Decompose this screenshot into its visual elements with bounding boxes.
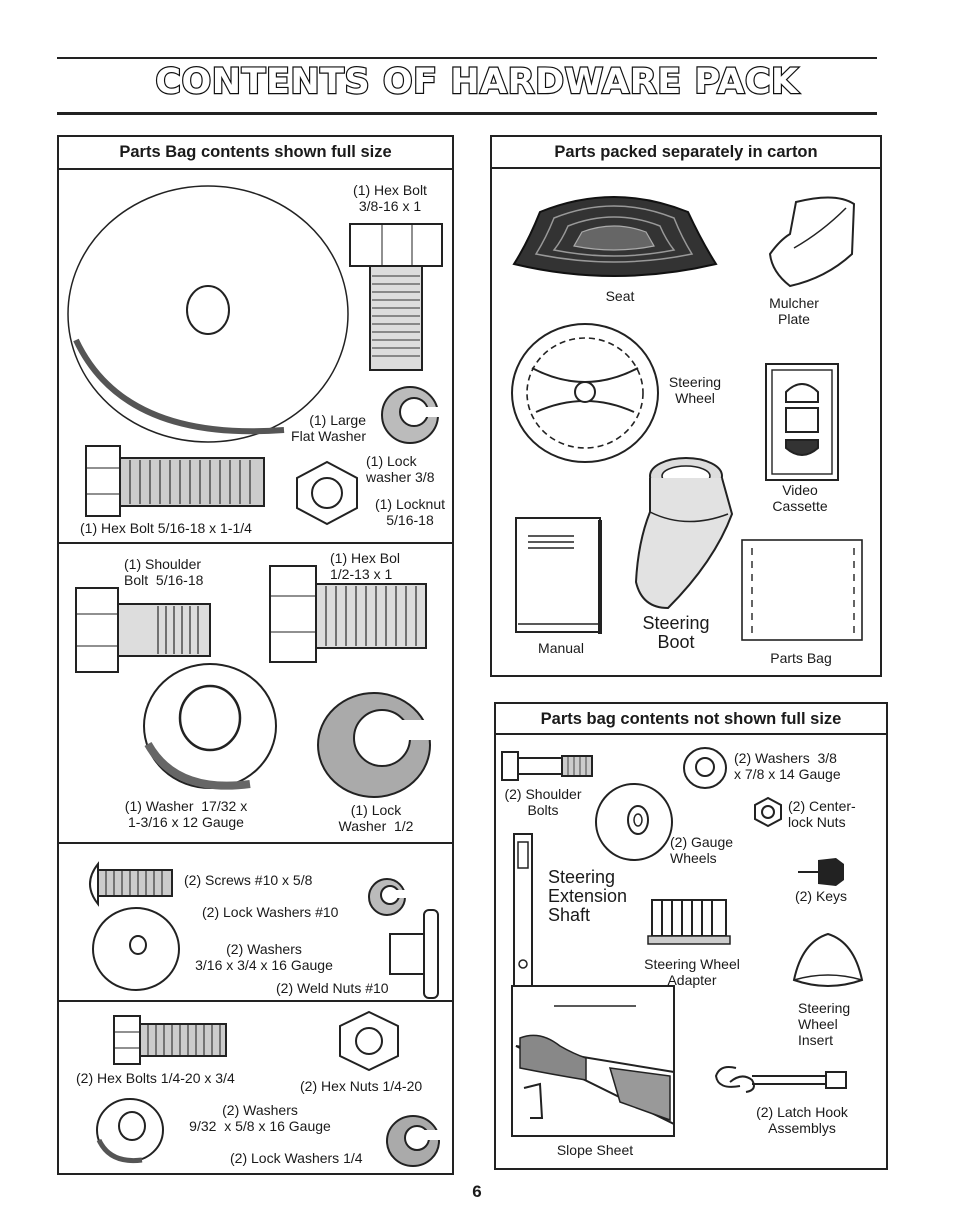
- lock-washer-3-8-label: (1) Lock washer 3/8: [366, 453, 435, 485]
- screws-label: (2) Screws #10 x 5/8: [184, 872, 313, 888]
- steering-wheel-insert-illustration: [792, 932, 864, 987]
- lock-washer-3-8-illustration: [381, 386, 444, 444]
- hex-bolt-3-8-label: (1) Hex Bolt 3/8-16 x 1: [353, 182, 427, 214]
- hex-bolt-5-16-illustration: [85, 445, 265, 517]
- shoulder-bolt-illustration: [75, 587, 211, 673]
- parts-bag-full-size-header: Parts Bag contents shown full size: [57, 136, 454, 170]
- washer-17-32-illustration: [143, 663, 277, 790]
- hex-bolt-1-2-illustration: [269, 565, 427, 663]
- manual-label: Manual: [538, 640, 584, 656]
- steering-wheel-illustration: [511, 323, 659, 463]
- parts-bag-illustration: [741, 539, 863, 641]
- page-title: CONTENTS OF HARDWARE PACK: [154, 61, 799, 103]
- center-lock-nuts-label: (2) Center- lock Nuts: [788, 798, 856, 830]
- washers-9-32-label: (2) Washers 9/32 x 5/8 x 16 Gauge: [189, 1102, 331, 1134]
- hex-bolt-3-8-illustration: [349, 223, 443, 371]
- lock-washer-1-2-label: (1) Lock Washer 1/2: [338, 802, 414, 834]
- steering-boot-label: Steering Boot: [642, 613, 710, 652]
- key-illustration: [798, 858, 844, 886]
- manual-illustration: [515, 517, 602, 634]
- left-divider-2: [58, 842, 453, 844]
- locknut-illustration: [296, 460, 358, 526]
- parts-bag-label: Parts Bag: [770, 650, 832, 666]
- steering-extension-shaft-illustration: [513, 833, 533, 987]
- hex-nut-1-4-illustration: [339, 1010, 399, 1072]
- seat-illustration: [512, 196, 718, 277]
- steering-wheel-insert-label: Steering Wheel Insert: [798, 1000, 851, 1048]
- steering-boot-illustration: [634, 457, 734, 610]
- large-flat-washer-illustration: [67, 185, 349, 443]
- steering-wheel-label: Steering Wheel: [668, 374, 722, 406]
- washer-17-32-label: (1) Washer 17/32 x 1-3/16 x 12 Gauge: [124, 798, 248, 830]
- latch-hook-assemblys-label: (2) Latch Hook Assemblys: [756, 1104, 848, 1136]
- carton-parts-header: Parts packed separately in carton: [490, 136, 882, 169]
- center-lock-nut-illustration: [754, 796, 782, 828]
- video-cassette-label: Video Cassette: [772, 482, 828, 514]
- gauge-wheels-label: (2) Gauge Wheels: [670, 834, 734, 866]
- steering-wheel-adapter-label: Steering Wheel Adapter: [644, 956, 740, 988]
- not-full-size-header: Parts bag contents not shown full size: [494, 703, 888, 735]
- hex-bolt-5-16-label: (1) Hex Bolt 5/16-18 x 1-1/4: [80, 520, 252, 536]
- lock-washers-10-label: (2) Lock Washers #10: [202, 904, 339, 920]
- mulcher-plate-label: Mulcher Plate: [769, 295, 819, 327]
- seat-label: Seat: [605, 288, 635, 304]
- left-divider-1: [58, 542, 453, 544]
- parts-bag-full-size-panel: [57, 135, 454, 1175]
- lock-washers-1-4-label: (2) Lock Washers 1/4: [230, 1150, 363, 1166]
- slope-sheet-label: Slope Sheet: [556, 1142, 634, 1158]
- hex-bolt-1-4-illustration: [113, 1015, 227, 1065]
- steering-wheel-adapter-illustration: [647, 899, 731, 945]
- slope-sheet-illustration: [511, 985, 675, 1137]
- mulcher-plate-illustration: [768, 196, 856, 288]
- hex-bolts-1-4-label: (2) Hex Bolts 1/4-20 x 3/4: [76, 1070, 235, 1086]
- shoulder-bolt-label: (1) Shoulder Bolt 5/16-18: [124, 556, 204, 588]
- steering-extension-shaft-label: Steering Extension Shaft: [548, 867, 628, 925]
- not-full-size-panel: [494, 702, 888, 1170]
- hex-nuts-1-4-label: (2) Hex Nuts 1/4-20: [300, 1078, 423, 1094]
- locknut-label: (1) Locknut 5/16-18: [374, 496, 446, 528]
- washer-3-16-illustration: [92, 907, 180, 991]
- lock-washer-10-illustration: [368, 878, 410, 916]
- shoulder-bolts-label: (2) Shoulder Bolts: [504, 786, 582, 818]
- left-divider-3: [58, 1000, 453, 1002]
- washers-3-16-label: (2) Washers 3/16 x 3/4 x 16 Gauge: [195, 941, 333, 973]
- weld-nut-illustration: [389, 909, 439, 999]
- hex-bolt-1-2-label: (1) Hex Bol 1/2-13 x 1: [330, 550, 401, 582]
- lock-washer-1-2-illustration: [317, 692, 438, 798]
- washers-3-8-illustration: [683, 747, 727, 789]
- title-underline: [57, 112, 877, 115]
- washer-9-32-illustration: [96, 1098, 164, 1164]
- page-number: 6: [472, 1182, 482, 1201]
- large-flat-washer-label: (1) Large Flat Washer: [291, 412, 366, 444]
- screw-illustration: [89, 861, 173, 907]
- top-rule: [57, 57, 877, 59]
- washers-3-8-label: (2) Washers 3/8 x 7/8 x 14 Gauge: [734, 750, 841, 782]
- gauge-wheel-illustration: [595, 783, 673, 861]
- keys-label: (2) Keys: [794, 888, 848, 904]
- weld-nuts-label: (2) Weld Nuts #10: [276, 980, 389, 996]
- shoulder-bolts-illustration: [501, 751, 593, 781]
- latch-hook-illustration: [714, 1066, 847, 1093]
- lock-washer-1-4-illustration: [386, 1115, 446, 1167]
- video-cassette-illustration: [765, 363, 839, 481]
- carton-parts-panel: [490, 135, 882, 677]
